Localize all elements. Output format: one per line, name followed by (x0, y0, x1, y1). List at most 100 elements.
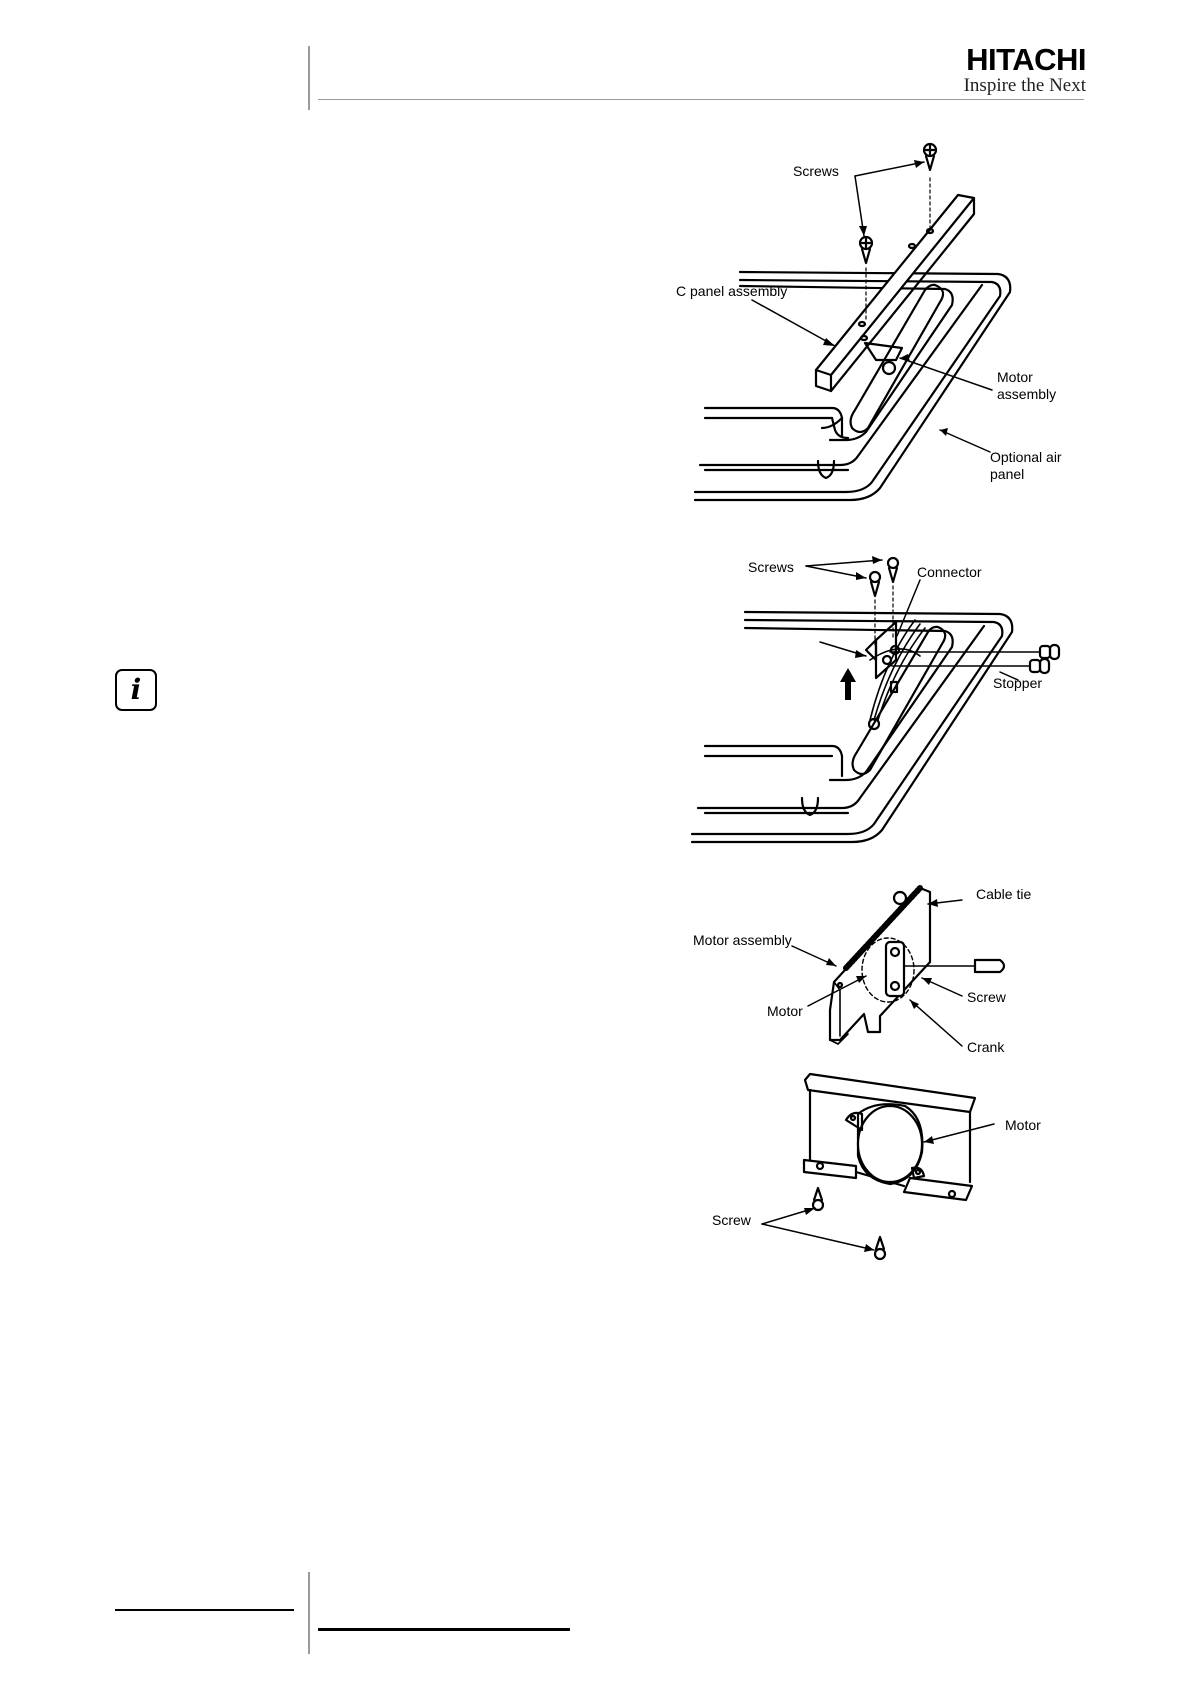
inner-frame-top (740, 286, 953, 440)
connector-bottom (869, 719, 879, 729)
bracket-bottom-edge (856, 1172, 904, 1186)
fig2-arrowhead-screws-a (872, 556, 882, 564)
footer-left-rule (115, 1609, 294, 1611)
motor-outline-dashed (862, 938, 914, 1002)
information-icon: i (115, 669, 157, 711)
motor-bracket-lower-tab (830, 1034, 848, 1044)
information-icon-glyph: i (117, 674, 155, 706)
fig4-leader-motor (924, 1124, 994, 1142)
wire-bundle-1 (870, 620, 915, 720)
screw-hole-2 (909, 244, 915, 248)
fig3-leader-motor (808, 976, 866, 1006)
fig2-arrowhead-left (855, 650, 866, 658)
fig3-label-cable-tie: Cable tie (976, 886, 1031, 903)
cable-tie-head (894, 892, 906, 904)
fig4-leader-screw-a (762, 1208, 815, 1224)
brand-name: HITACHI (964, 44, 1086, 76)
frame2-inner-left (705, 746, 842, 776)
foot-hole-left (817, 1163, 823, 1169)
air-panel-lip (700, 285, 982, 465)
screw-top-left (860, 237, 872, 322)
fig2-label-screws: Screws (748, 559, 794, 576)
fig4-label-screw: Screw (712, 1212, 751, 1229)
fig2-screw-left (870, 572, 880, 646)
frame2-outer-edge (692, 612, 1012, 842)
leader-motor (900, 358, 992, 390)
fig1-label-air-panel-2: panel (990, 466, 1024, 483)
arrowhead-motor (900, 354, 910, 362)
leader-c-panel (752, 300, 835, 346)
footer-vertical-rule (308, 1572, 310, 1654)
motor-assembly-knob (883, 362, 895, 374)
c-panel-front (816, 370, 831, 391)
arrowhead-screws-a (914, 160, 924, 168)
plate-hole (838, 983, 842, 987)
fig2-leader-connector (897, 580, 920, 636)
fig4-arrowhead-screw-b (864, 1244, 874, 1252)
fig1-label-motor-1: Motor (997, 369, 1033, 386)
fig4-arrowhead-motor (924, 1136, 934, 1144)
fig1-label-screws: Screws (793, 163, 839, 180)
fig3-label-motor-assembly: Motor assembly (693, 932, 792, 949)
fig1-label-air-panel-1: Optional air (990, 449, 1062, 466)
screw-top-right (924, 144, 936, 230)
bracket-back-plate (810, 1090, 970, 1182)
fig3-arrowhead-crank (910, 1000, 919, 1009)
fig1-label-motor-2: assembly (997, 386, 1056, 403)
fig2-leader-screws-a (806, 560, 882, 566)
motor-bracket-fold (834, 982, 840, 1036)
frame2-inner-top (745, 628, 953, 780)
air-panel-inner-edge (695, 280, 1000, 492)
footer-right-rule (318, 1628, 570, 1631)
inner-frame-left (705, 408, 842, 436)
fig3-arrowhead-motor (856, 976, 866, 983)
arrowhead-air-panel (940, 428, 948, 436)
fig2-leader-left (820, 642, 866, 656)
leader-screws-a (855, 162, 924, 176)
screwdriver-handle (975, 960, 1004, 972)
fig4-label-motor: Motor (1005, 1117, 1041, 1134)
fig4-arrowhead-screw-a (804, 1208, 815, 1215)
bracket-right-foot (904, 1178, 972, 1200)
motor-assembly-body (865, 343, 902, 360)
panel-hook (818, 461, 834, 478)
arrowhead-screws-b (859, 226, 867, 236)
panel2-hook (802, 798, 818, 815)
c-panel-top (816, 195, 974, 375)
header-horizontal-rule (318, 99, 1084, 100)
crank-hole-2 (891, 982, 899, 990)
wire-bundle-2 (874, 624, 920, 720)
bracket-top-flange (805, 1074, 975, 1112)
cable-tie-strip (846, 888, 920, 968)
motor-bracket-plate (830, 888, 930, 1040)
leader-air-panel (940, 430, 990, 452)
fig4-leader-screw-b (762, 1224, 874, 1250)
motor-body (846, 1104, 924, 1184)
screw-hole-4 (861, 336, 867, 340)
fig4-screw-right (875, 1237, 885, 1259)
motor-slot (851, 285, 944, 432)
fig3-leader-screw (922, 978, 962, 996)
leader-screws-b (855, 176, 864, 236)
brand-tagline: Inspire the Next (964, 76, 1086, 96)
header-vertical-rule (308, 46, 310, 110)
fig3-leader-motor-assembly (792, 946, 836, 966)
fig4-screw-left (813, 1188, 823, 1210)
fig2-screw-right (888, 558, 898, 640)
frame2-inner-edge (692, 620, 1002, 834)
fig3-arrowhead-motor-assembly (826, 958, 836, 966)
fig3-arrowhead-screw (922, 978, 932, 985)
screw-hole-3 (859, 322, 865, 326)
fig2-label-connector: Connector (917, 564, 982, 581)
fig3-leader-crank (910, 1000, 962, 1046)
frame2-slot (853, 627, 946, 774)
fig3-leader-cable-tie (928, 900, 962, 904)
fig2-arrowhead-screws-b (856, 572, 866, 580)
stopper-top (1040, 645, 1059, 659)
fig1-label-c-panel: C panel assembly (676, 283, 787, 300)
fig3-label-crank: Crank (967, 1039, 1004, 1056)
arrowhead-c-panel (823, 338, 835, 346)
air-panel-outer-edge (695, 272, 1010, 500)
